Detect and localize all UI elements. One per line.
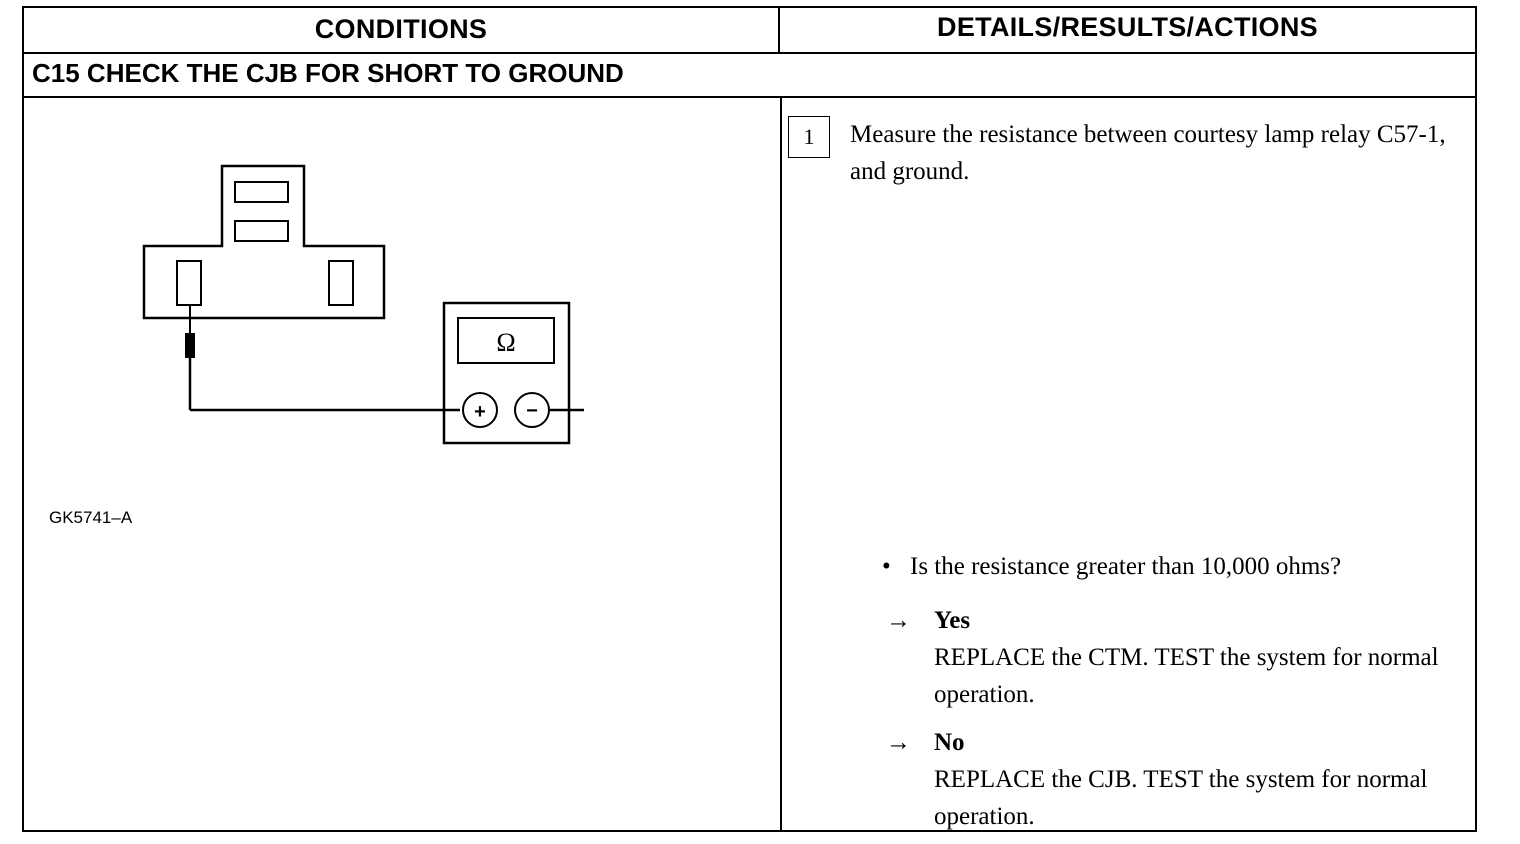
answer-text-no: REPLACE the CJB. TEST the system for nor… [934, 766, 1428, 830]
question-text: Is the resistance greater than 10,000 oh… [910, 553, 1342, 580]
step-instruction: Measure the resistance between courtesy … [850, 121, 1446, 185]
relay-slot-upper [234, 181, 289, 203]
conditions-header: CONDITIONS [314, 14, 488, 44]
answer-label-no: No [934, 729, 965, 756]
relay-connector-outline [142, 164, 386, 320]
bullet-icon: • [882, 553, 891, 580]
ohmmeter [442, 301, 571, 445]
procedure-table: CONDITIONS DETAILS/RESULTS/ACTIONS C15 C… [22, 6, 1477, 832]
relay-pin-1 [176, 260, 202, 306]
relay-pin-2 [328, 260, 354, 306]
arrow-right-icon: → [886, 607, 911, 634]
step-number-box: 1 [788, 116, 830, 158]
section-title: C15 CHECK THE CJB FOR SHORT TO GROUND [32, 58, 624, 88]
answer-no: → No REPLACE the CJB. TEST the system for… [886, 724, 1474, 835]
details-header: DETAILS/RESULTS/ACTIONS [937, 12, 1318, 42]
positive-terminal [462, 392, 498, 428]
probe-tip [185, 333, 195, 358]
answer-label-yes: Yes [934, 607, 971, 634]
figure-id: GK5741–A [49, 508, 133, 527]
answer-text-yes: REPLACE the CTM. TEST the system for nor… [934, 644, 1439, 708]
circuit-diagram: Ω + − [142, 164, 584, 445]
body-column-divider [780, 96, 782, 832]
header-column-divider [778, 8, 780, 52]
relay-slot-lower [234, 220, 289, 242]
section-divider [24, 96, 1475, 98]
answer-yes: → Yes REPLACE the CTM. TEST the system fo… [886, 602, 1474, 713]
minus-sign: − [526, 400, 538, 422]
ohmmeter-display [457, 317, 555, 364]
question: • Is the resistance greater than 10,000 o… [882, 548, 1341, 585]
arrow-right-icon: → [886, 729, 911, 756]
plus-sign: + [474, 401, 486, 423]
header-divider [24, 52, 1475, 54]
ohm-symbol: Ω [496, 328, 515, 357]
